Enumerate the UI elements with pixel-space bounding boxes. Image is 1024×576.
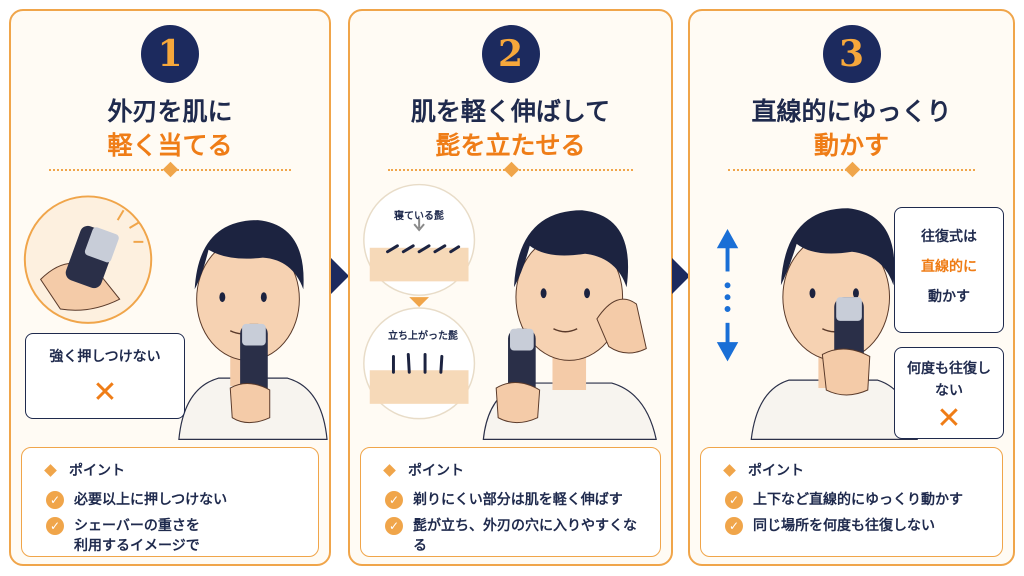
step-title-line2: 軽く当てる	[107, 131, 233, 160]
check-icon: ✓	[46, 491, 64, 509]
point-item: 髭が立ち、外刃の穴に入りやすくなる	[413, 518, 637, 554]
diamond-icon	[383, 463, 396, 477]
point-heading: ポイント	[408, 463, 464, 479]
check-icon: ✓	[385, 491, 403, 509]
step-title-line1: 外刃を肌に	[107, 97, 233, 126]
step-card-1: 1 外刃を肌に 軽く当てる 強く押しつけない	[9, 9, 331, 566]
illustration-stretch-skin	[350, 179, 671, 441]
point-heading: ポイント	[69, 463, 125, 479]
step-title-line2: 動かす	[813, 131, 889, 160]
step-title-line2: 髭を立たせる	[435, 131, 586, 160]
step-number-badge: 1	[141, 25, 199, 83]
divider-diamond-icon	[844, 161, 860, 178]
tip-bubble-line2: 直線的に	[921, 259, 977, 275]
step-title-line1: 肌を軽く伸ばして	[410, 97, 611, 126]
point-box: ポイント ✓ 上下など直線的にゆっくり動かす ✓ 同じ場所を何度も往復しない	[700, 447, 1003, 557]
check-icon: ✓	[385, 517, 403, 535]
standing-whisker-label: 立ち上がった髭	[388, 331, 458, 342]
step-title: 直線的にゆっくり 動かす	[690, 95, 1013, 163]
step-card-3: 3 直線的にゆっくり 動かす	[688, 9, 1015, 566]
x-icon: ✕	[92, 375, 118, 410]
warning-bubble: 何度も往復しない ✕	[894, 347, 1004, 439]
step-number-badge: 3	[822, 25, 881, 83]
diamond-icon	[723, 463, 736, 477]
step-number-badge: 2	[481, 25, 540, 83]
point-item: 剃りにくい部分は肌を軽く伸ばす	[413, 492, 623, 508]
next-arrow-icon	[331, 258, 349, 294]
point-item: 上下など直線的にゆっくり動かす	[753, 492, 963, 508]
tip-bubble-line1: 往復式は	[921, 229, 977, 245]
point-box: ポイント ✓ 剃りにくい部分は肌を軽く伸ばす ✓ 髭が立ち、外刃の穴に入りやすくなる	[360, 447, 661, 557]
step-title: 外刃を肌に 軽く当てる	[11, 95, 329, 163]
illustration-straight-motion	[690, 179, 1013, 441]
check-icon: ✓	[725, 491, 743, 509]
warning-bubble: 強く押しつけない ✕	[25, 333, 185, 419]
step-title: 肌を軽く伸ばして 髭を立たせる	[350, 95, 671, 163]
divider-diamond-icon	[503, 161, 519, 178]
warning-bubble-text: 強く押しつけない	[49, 349, 161, 365]
point-item: 必要以上に押しつけない	[74, 492, 228, 508]
warning-bubble-text: 何度も往復しない	[907, 361, 991, 399]
check-icon: ✓	[46, 517, 64, 535]
check-icon: ✓	[725, 517, 743, 535]
tip-bubble-line3: 動かす	[928, 289, 970, 305]
illustration-shaving-light-touch	[11, 179, 329, 441]
step-title-line1: 直線的にゆっくり	[751, 97, 952, 126]
sleeping-whisker-label: 寝ている髭	[394, 211, 444, 222]
point-heading: ポイント	[748, 463, 804, 479]
step-card-2: 2 肌を軽く伸ばして 髭を立たせる	[348, 9, 673, 566]
divider-diamond-icon	[162, 161, 179, 178]
x-icon: ✕	[936, 401, 962, 436]
point-item: シェーバーの重さを 利用するイメージで	[74, 518, 200, 554]
diamond-icon	[44, 463, 57, 477]
tip-bubble: 往復式は 直線的に 動かす	[894, 207, 1004, 333]
point-item: 同じ場所を何度も往復しない	[753, 518, 935, 534]
point-box: ポイント ✓ 必要以上に押しつけない ✓ シェーバーの重さを 利用するイメージで	[21, 447, 319, 557]
next-arrow-icon	[672, 258, 690, 294]
